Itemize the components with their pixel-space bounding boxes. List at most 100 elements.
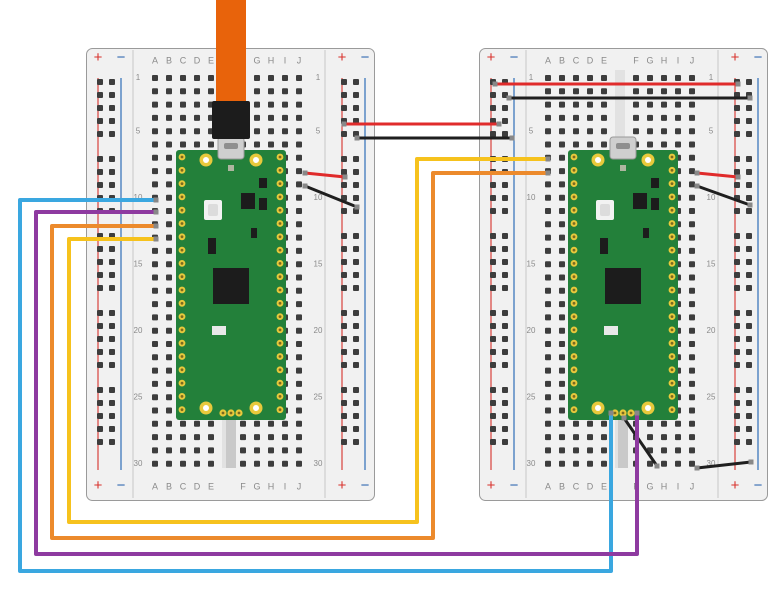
rail-hole	[341, 259, 347, 265]
rail-hole	[97, 246, 103, 252]
column-label-H: H	[268, 55, 275, 65]
column-label-D: D	[587, 55, 594, 65]
terminal-hole	[689, 128, 695, 135]
terminal-hole	[601, 101, 607, 108]
rail-hole	[97, 131, 103, 137]
rail-hole	[746, 336, 752, 342]
row-number-1: 1	[529, 73, 534, 82]
terminal-hole	[254, 460, 260, 467]
rail-hole	[490, 182, 496, 188]
terminal-hole	[661, 101, 667, 108]
gpio-pad-hole	[572, 275, 576, 279]
gpio-pad-hole	[180, 208, 184, 212]
gpio-pad-hole	[670, 381, 674, 385]
gpio-pad-hole	[670, 222, 674, 225]
terminal-hole	[633, 114, 639, 121]
column-label-A: A	[545, 481, 551, 491]
gpio-pad-hole	[278, 301, 282, 305]
ground-wire-black	[695, 460, 753, 470]
gpio-pad-hole	[670, 328, 674, 332]
rail-hole	[490, 426, 496, 432]
terminal-hole	[166, 460, 172, 467]
gpio-pad-hole	[278, 328, 282, 332]
row-number-10: 10	[314, 193, 323, 202]
terminal-hole	[689, 314, 695, 321]
terminal-hole	[689, 101, 695, 108]
terminal-hole	[675, 88, 681, 95]
rail-hole	[341, 208, 347, 214]
rail-hole	[353, 233, 359, 239]
terminal-hole	[573, 434, 579, 441]
row-number-30: 30	[707, 459, 716, 468]
gpio-pad-hole	[670, 275, 674, 279]
terminal-hole	[675, 114, 681, 121]
rail-hole	[97, 118, 103, 124]
rail-hole	[97, 336, 103, 342]
pico-left	[176, 0, 286, 468]
terminal-hole	[180, 128, 186, 135]
terminal-hole	[689, 234, 695, 241]
terminal-hole	[601, 420, 607, 427]
rail-hole	[109, 92, 115, 98]
rail-hole	[490, 195, 496, 201]
terminal-hole	[194, 434, 200, 441]
terminal-hole	[296, 221, 302, 228]
rail-hole	[109, 362, 115, 368]
gpio-pad-hole	[670, 182, 674, 186]
rail-hole	[353, 349, 359, 355]
rail-hole	[109, 259, 115, 265]
rail-hole	[746, 362, 752, 368]
rail-hole	[746, 233, 752, 239]
rail-hole	[734, 349, 740, 355]
terminal-hole	[545, 75, 551, 81]
gpio-pad-hole	[572, 341, 576, 345]
rail-hole	[109, 323, 115, 329]
rail-hole	[353, 413, 359, 419]
mount-hole-center	[203, 405, 209, 411]
gpio-pad-hole	[180, 195, 184, 199]
terminal-hole	[166, 327, 172, 334]
gpio-pad-hole	[278, 195, 282, 199]
terminal-hole	[282, 88, 288, 95]
column-label-H: H	[268, 481, 275, 491]
terminal-hole	[152, 128, 158, 135]
mount-hole-center	[203, 157, 209, 163]
terminal-hole	[647, 460, 653, 467]
rail-hole	[490, 400, 496, 406]
rail-hole	[97, 439, 103, 445]
rail-hole	[353, 79, 359, 85]
rail-hole	[341, 362, 347, 368]
rail-hole	[490, 246, 496, 252]
terminal-hole	[296, 274, 302, 281]
terminal-hole	[296, 460, 302, 467]
rail-hole	[341, 413, 347, 419]
ground-wire-black	[695, 184, 752, 207]
rail-hole	[746, 118, 752, 124]
smd-part	[251, 228, 257, 238]
rail-hole	[502, 310, 508, 316]
terminal-hole	[296, 114, 302, 121]
debug-pad-hole	[221, 411, 225, 415]
rail-minus-label: −	[361, 49, 370, 66]
terminal-hole	[152, 168, 158, 175]
wire-end	[654, 463, 660, 469]
column-label-C: C	[573, 481, 580, 491]
terminal-hole	[545, 287, 551, 294]
terminal-hole	[545, 380, 551, 387]
smd-part	[228, 165, 234, 171]
terminal-hole	[545, 261, 551, 268]
terminal-hole	[166, 88, 172, 95]
terminal-hole	[689, 114, 695, 121]
gpio-pad-hole	[278, 315, 282, 318]
terminal-hole	[661, 114, 667, 121]
debug-pad-hole	[621, 411, 625, 415]
terminal-hole	[573, 101, 579, 108]
terminal-hole	[601, 447, 607, 454]
gpio-pad-hole	[572, 328, 576, 332]
gpio-pad-hole	[180, 155, 184, 159]
rail-hole	[502, 336, 508, 342]
wire-end	[694, 465, 700, 471]
column-label-D: D	[194, 55, 201, 65]
rail-hole	[734, 105, 740, 111]
